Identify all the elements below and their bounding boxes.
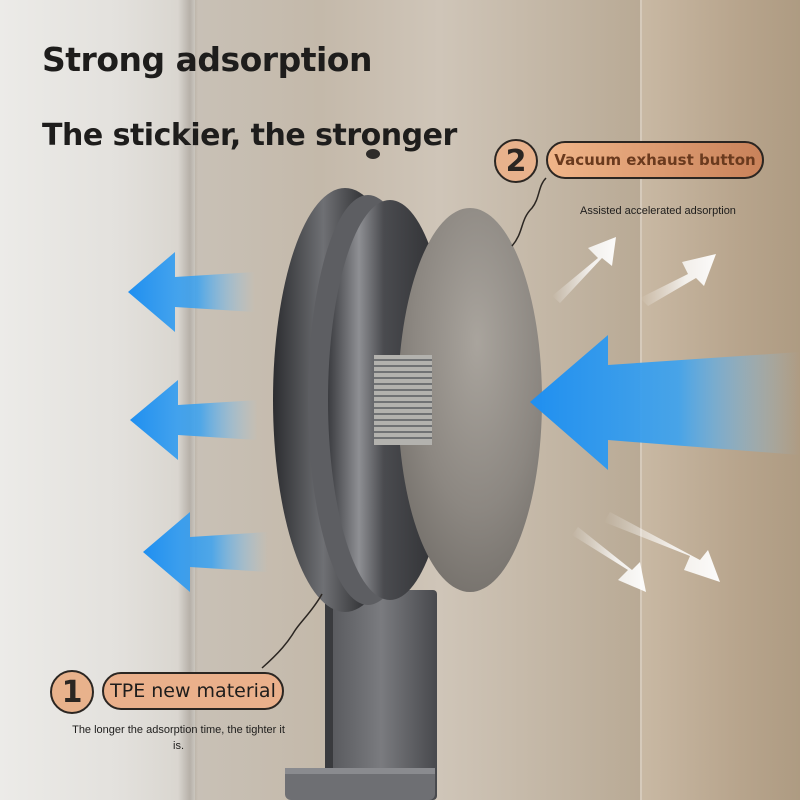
screw-icon <box>366 149 380 159</box>
callout-number-2: 2 <box>494 139 538 183</box>
leader-line <box>261 593 323 669</box>
wall-edge-shadow <box>178 0 198 800</box>
headline-title: Strong adsorption <box>42 40 372 79</box>
white-arrow-icon <box>572 527 646 592</box>
white-arrow-icon <box>640 254 716 306</box>
left-arrow-icon <box>143 512 268 592</box>
callout-number-1: 1 <box>50 670 94 714</box>
left-arrow-icon <box>130 380 258 460</box>
leader-line <box>511 177 547 247</box>
callout-description-1: The longer the adsorption time, the tigh… <box>72 724 285 752</box>
suction-cup <box>273 188 542 612</box>
white-arrow-icon <box>552 237 616 303</box>
callout-description-2: Assisted accelerated adsorption <box>580 205 736 217</box>
white-arrow-icon <box>604 512 720 582</box>
callout-label-tpe-material: TPE new material <box>102 672 284 710</box>
left-arrow-icon <box>530 335 800 470</box>
headline-subtitle: The stickier, the stronger <box>42 118 457 153</box>
callout-label-vacuum-button: Vacuum exhaust button <box>546 141 764 179</box>
suction-cup-hook <box>285 590 437 800</box>
left-arrow-icon <box>128 252 255 332</box>
